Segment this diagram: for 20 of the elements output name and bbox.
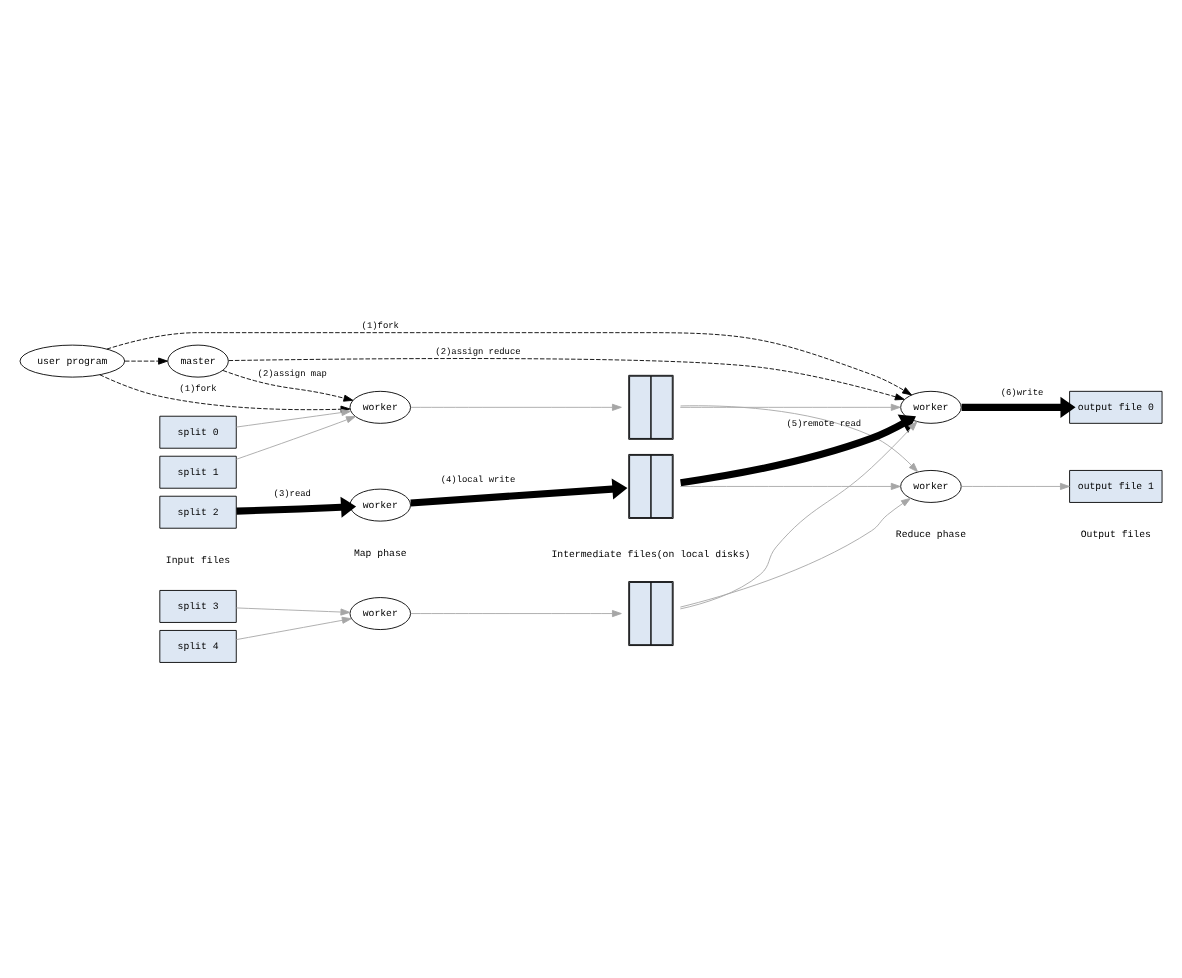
arrow bbox=[235, 415, 356, 459]
arrow bbox=[961, 481, 1070, 489]
arrow bbox=[222, 369, 354, 401]
arrow bbox=[228, 357, 905, 400]
arrow bbox=[410, 477, 628, 506]
arrow bbox=[235, 408, 352, 427]
arrow bbox=[235, 615, 352, 640]
arrow bbox=[679, 496, 911, 607]
arrow bbox=[961, 395, 1076, 417]
arrow bbox=[236, 495, 357, 517]
arrow bbox=[235, 606, 351, 615]
arrow bbox=[679, 481, 901, 489]
arrow bbox=[410, 402, 622, 410]
arrow bbox=[680, 404, 919, 472]
arrow bbox=[106, 331, 912, 395]
arrow bbox=[680, 413, 916, 486]
arrow bbox=[124, 356, 168, 364]
arrow bbox=[679, 402, 901, 410]
arrow bbox=[410, 609, 622, 617]
arrow bbox=[679, 420, 918, 609]
